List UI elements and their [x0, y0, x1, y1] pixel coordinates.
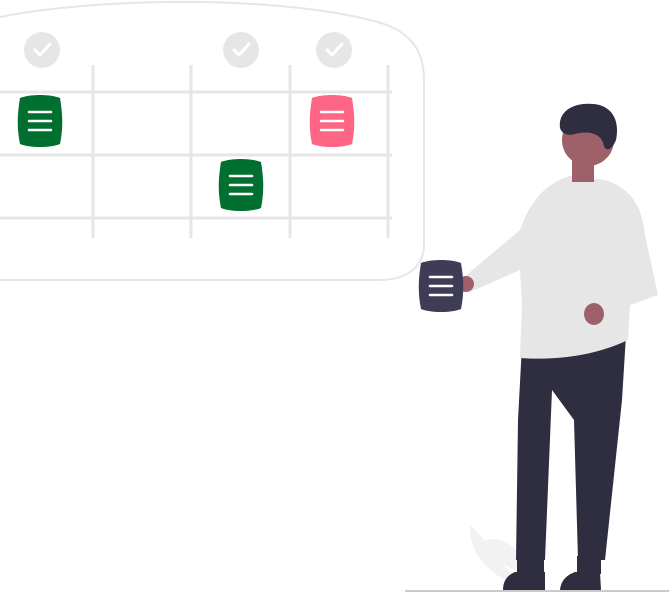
right-ankle [577, 556, 601, 574]
person-shirt [463, 176, 658, 359]
check-mark [232, 42, 251, 57]
document-card-icon [309, 95, 355, 147]
check-icon [316, 32, 352, 68]
check-icon [223, 32, 259, 68]
check-circle [316, 32, 352, 68]
person-hair [559, 103, 618, 150]
right-hand [584, 303, 604, 325]
person-pants [516, 335, 626, 560]
person-illustration [458, 103, 658, 590]
document-card-icon [218, 159, 264, 211]
check-icon [24, 32, 60, 68]
check-mark [325, 42, 344, 57]
check-circle [24, 32, 60, 68]
left-ankle [517, 556, 544, 574]
document-card-icon [17, 95, 63, 147]
right-shoe [560, 572, 601, 590]
calendar-board [0, 0, 425, 281]
calendar-grid [0, 65, 392, 238]
check-mark [33, 42, 52, 57]
check-circle [223, 32, 259, 68]
left-shoe [503, 572, 545, 590]
held-document-card-icon [418, 260, 464, 312]
